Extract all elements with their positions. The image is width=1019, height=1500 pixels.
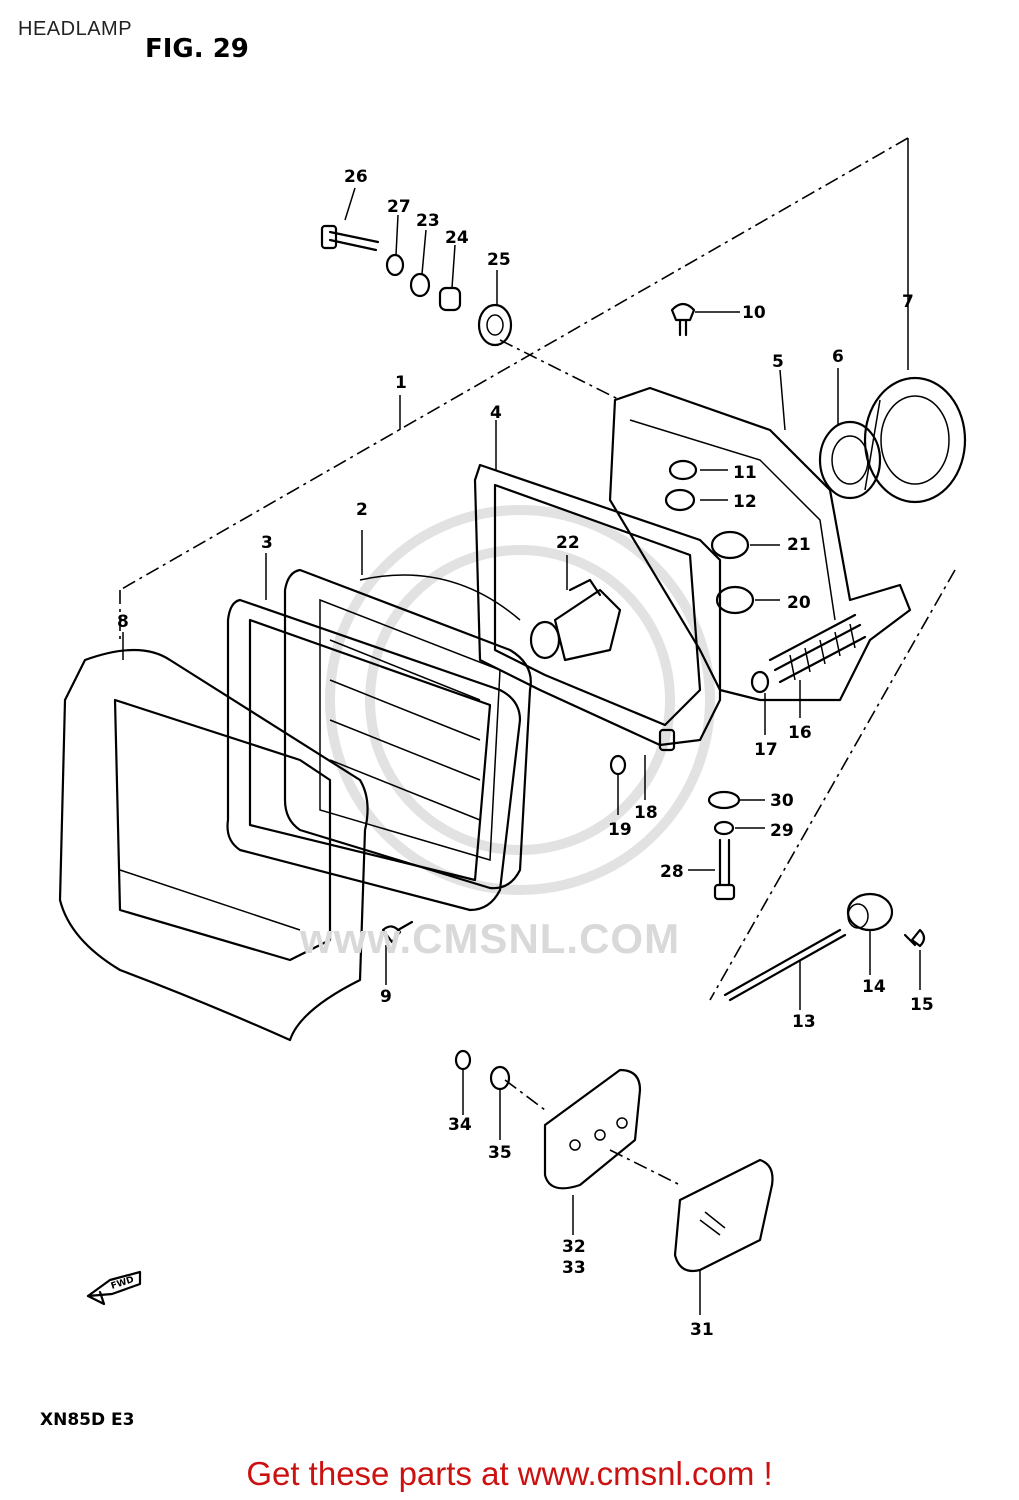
model-code: XN85D E3 (40, 1410, 135, 1430)
part-label: 27 (387, 197, 411, 217)
socket (818, 420, 882, 500)
part-label: 9 (380, 987, 392, 1007)
part-number-labels: 1 2 3 4 5 6 7 8 9 10 11 12 13 14 15 16 1… (117, 167, 934, 1340)
part-label: 17 (754, 740, 778, 760)
sealed-beam-unit (283, 568, 532, 890)
headlamp-case (608, 386, 912, 702)
part-label: 7 (902, 292, 914, 312)
page-title: HEADLAMP (18, 18, 133, 40)
part-label: 13 (792, 1012, 816, 1032)
part-label: 34 (448, 1115, 472, 1135)
part-label: 6 (832, 347, 844, 367)
part-label: 32 (562, 1237, 586, 1257)
part-label: 19 (608, 820, 632, 840)
part-label: 12 (733, 492, 757, 512)
reflector-assembly (454, 1049, 774, 1273)
part-label: 15 (910, 995, 934, 1015)
part-label: 26 (344, 167, 368, 187)
part-label: 4 (490, 403, 502, 423)
part-label: 10 (742, 303, 766, 323)
part-label: 35 (488, 1143, 512, 1163)
part-label: 2 (356, 500, 368, 520)
part-label: 14 (862, 977, 886, 997)
part-label: 29 (770, 821, 794, 841)
headlamp-frame (473, 463, 722, 747)
part-label: 11 (733, 463, 757, 483)
part-label: 25 (487, 250, 511, 270)
assembly-boundary-lines (119, 137, 956, 1186)
part-label: 24 (445, 228, 469, 248)
part-label: 3 (261, 533, 273, 553)
fasteners (320, 224, 926, 1002)
part-label: 16 (788, 723, 812, 743)
part-label: 20 (787, 593, 811, 613)
part-label: 33 (562, 1258, 586, 1278)
forward-arrow-icon: FWD (86, 1270, 142, 1306)
spring (768, 613, 867, 684)
part-label: 18 (634, 803, 658, 823)
watermark-url: www.CMSNL.COM (300, 915, 681, 962)
leader-lines (122, 187, 921, 1315)
headlamp-rim (226, 598, 522, 912)
figure-label: FIG. 29 (145, 34, 249, 64)
part-label: 31 (690, 1320, 714, 1340)
part-label: 21 (787, 535, 811, 555)
watermark-logo (325, 505, 715, 895)
bulb (529, 578, 622, 662)
footer-promo-text[interactable]: Get these parts at www.cmsnl.com ! (246, 1455, 773, 1492)
part-label: 28 (660, 862, 684, 882)
part-label: 30 (770, 791, 794, 811)
part-label: 8 (117, 612, 129, 632)
part-label: 22 (556, 533, 580, 553)
housing-cover (58, 648, 369, 1042)
rear-cap (863, 376, 967, 504)
part-label: 5 (772, 352, 784, 372)
part-label: 23 (416, 211, 440, 231)
part-label: 1 (395, 373, 407, 393)
